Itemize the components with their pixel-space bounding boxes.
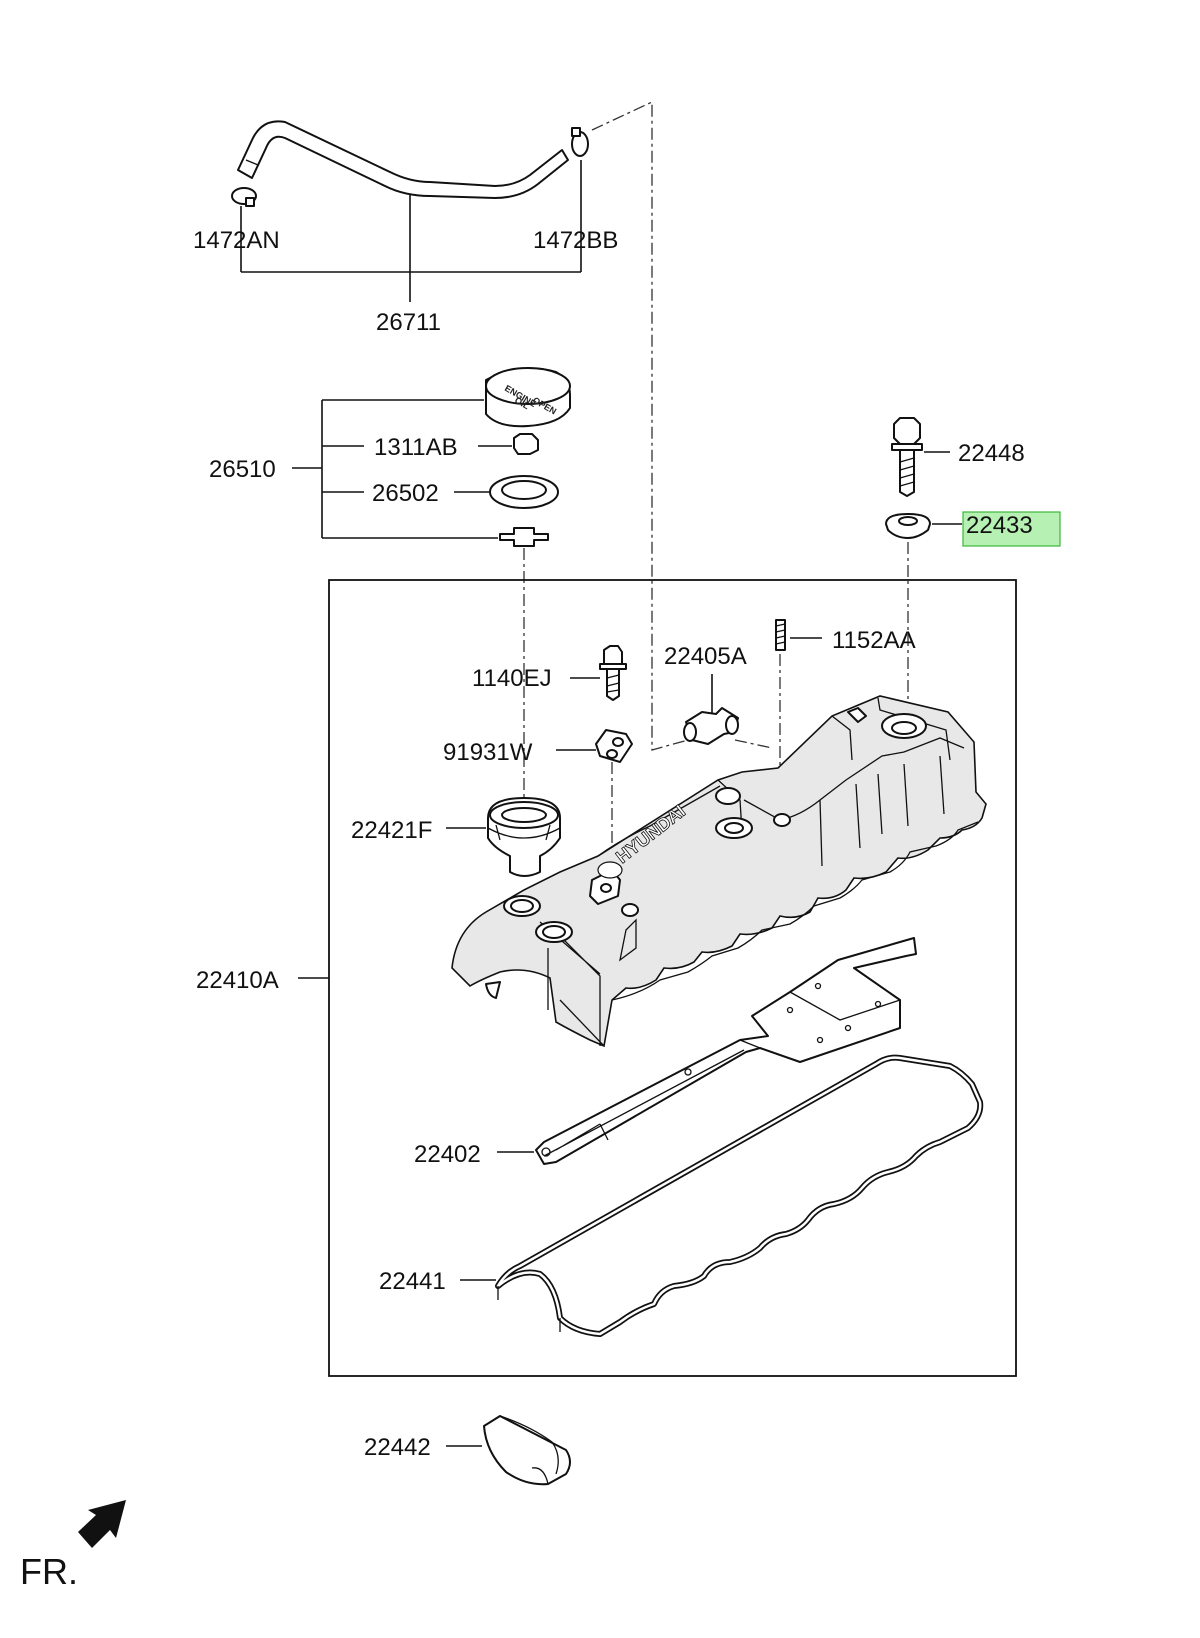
label-1140EJ[interactable]: 1140EJ (472, 665, 552, 692)
half-moon-seal-22442 (483, 1415, 571, 1486)
label-22405A[interactable]: 22405A (664, 643, 747, 670)
hose-connection-line (591, 100, 689, 751)
oil-filler-cap: ENGINE OIL OPEN (485, 367, 571, 428)
breather-hose (237, 120, 569, 199)
hose-clamp-left (231, 187, 257, 207)
label-26502[interactable]: 26502 (372, 480, 439, 507)
baffle-plate-22402 (535, 937, 917, 1165)
rocker-cover: HYUNDAI (451, 695, 987, 1048)
brand-logo-icon (597, 861, 623, 879)
cap-gasket-26502 (489, 475, 559, 509)
leader-26510 (292, 399, 512, 539)
label-22448[interactable]: 22448 (958, 440, 1025, 467)
label-22402[interactable]: 22402 (414, 1141, 481, 1168)
pcv-fitting-22405A (683, 707, 739, 745)
bracket-91931W (595, 729, 633, 763)
pcv-connection-line (734, 739, 773, 749)
bolt-1140EJ (599, 645, 627, 701)
leader-26711 (240, 160, 582, 302)
label-22441[interactable]: 22441 (379, 1268, 446, 1295)
stud-1152AA (775, 619, 786, 651)
label-1472BB[interactable]: 1472BB (533, 227, 618, 254)
cap-clip (499, 527, 549, 547)
cover-gasket-22441 (495, 1054, 984, 1337)
cover-washer-22433 (885, 513, 931, 539)
label-26711[interactable]: 26711 (376, 309, 441, 336)
label-22433[interactable]: 22433 (966, 512, 1033, 539)
label-26510[interactable]: 26510 (209, 456, 276, 483)
label-1152AA[interactable]: 1152AA (832, 627, 916, 654)
front-marker-label: FR. (20, 1551, 78, 1592)
label-1472AN[interactable]: 1472AN (193, 227, 280, 254)
label-1311AB[interactable]: 1311AB (374, 434, 458, 461)
label-22442[interactable]: 22442 (364, 1434, 431, 1461)
label-22410A[interactable]: 22410A (196, 967, 279, 994)
cap-nut-1311AB (513, 433, 539, 455)
highlight-22433 (962, 511, 1061, 547)
cover-bolt-22448 (891, 417, 923, 497)
filler-neck-22421F (487, 797, 561, 877)
label-91931W[interactable]: 91931W (443, 739, 533, 766)
label-22421F[interactable]: 22421F (351, 817, 432, 844)
front-arrow-icon (78, 1500, 126, 1548)
hose-clamp-right (571, 127, 589, 157)
